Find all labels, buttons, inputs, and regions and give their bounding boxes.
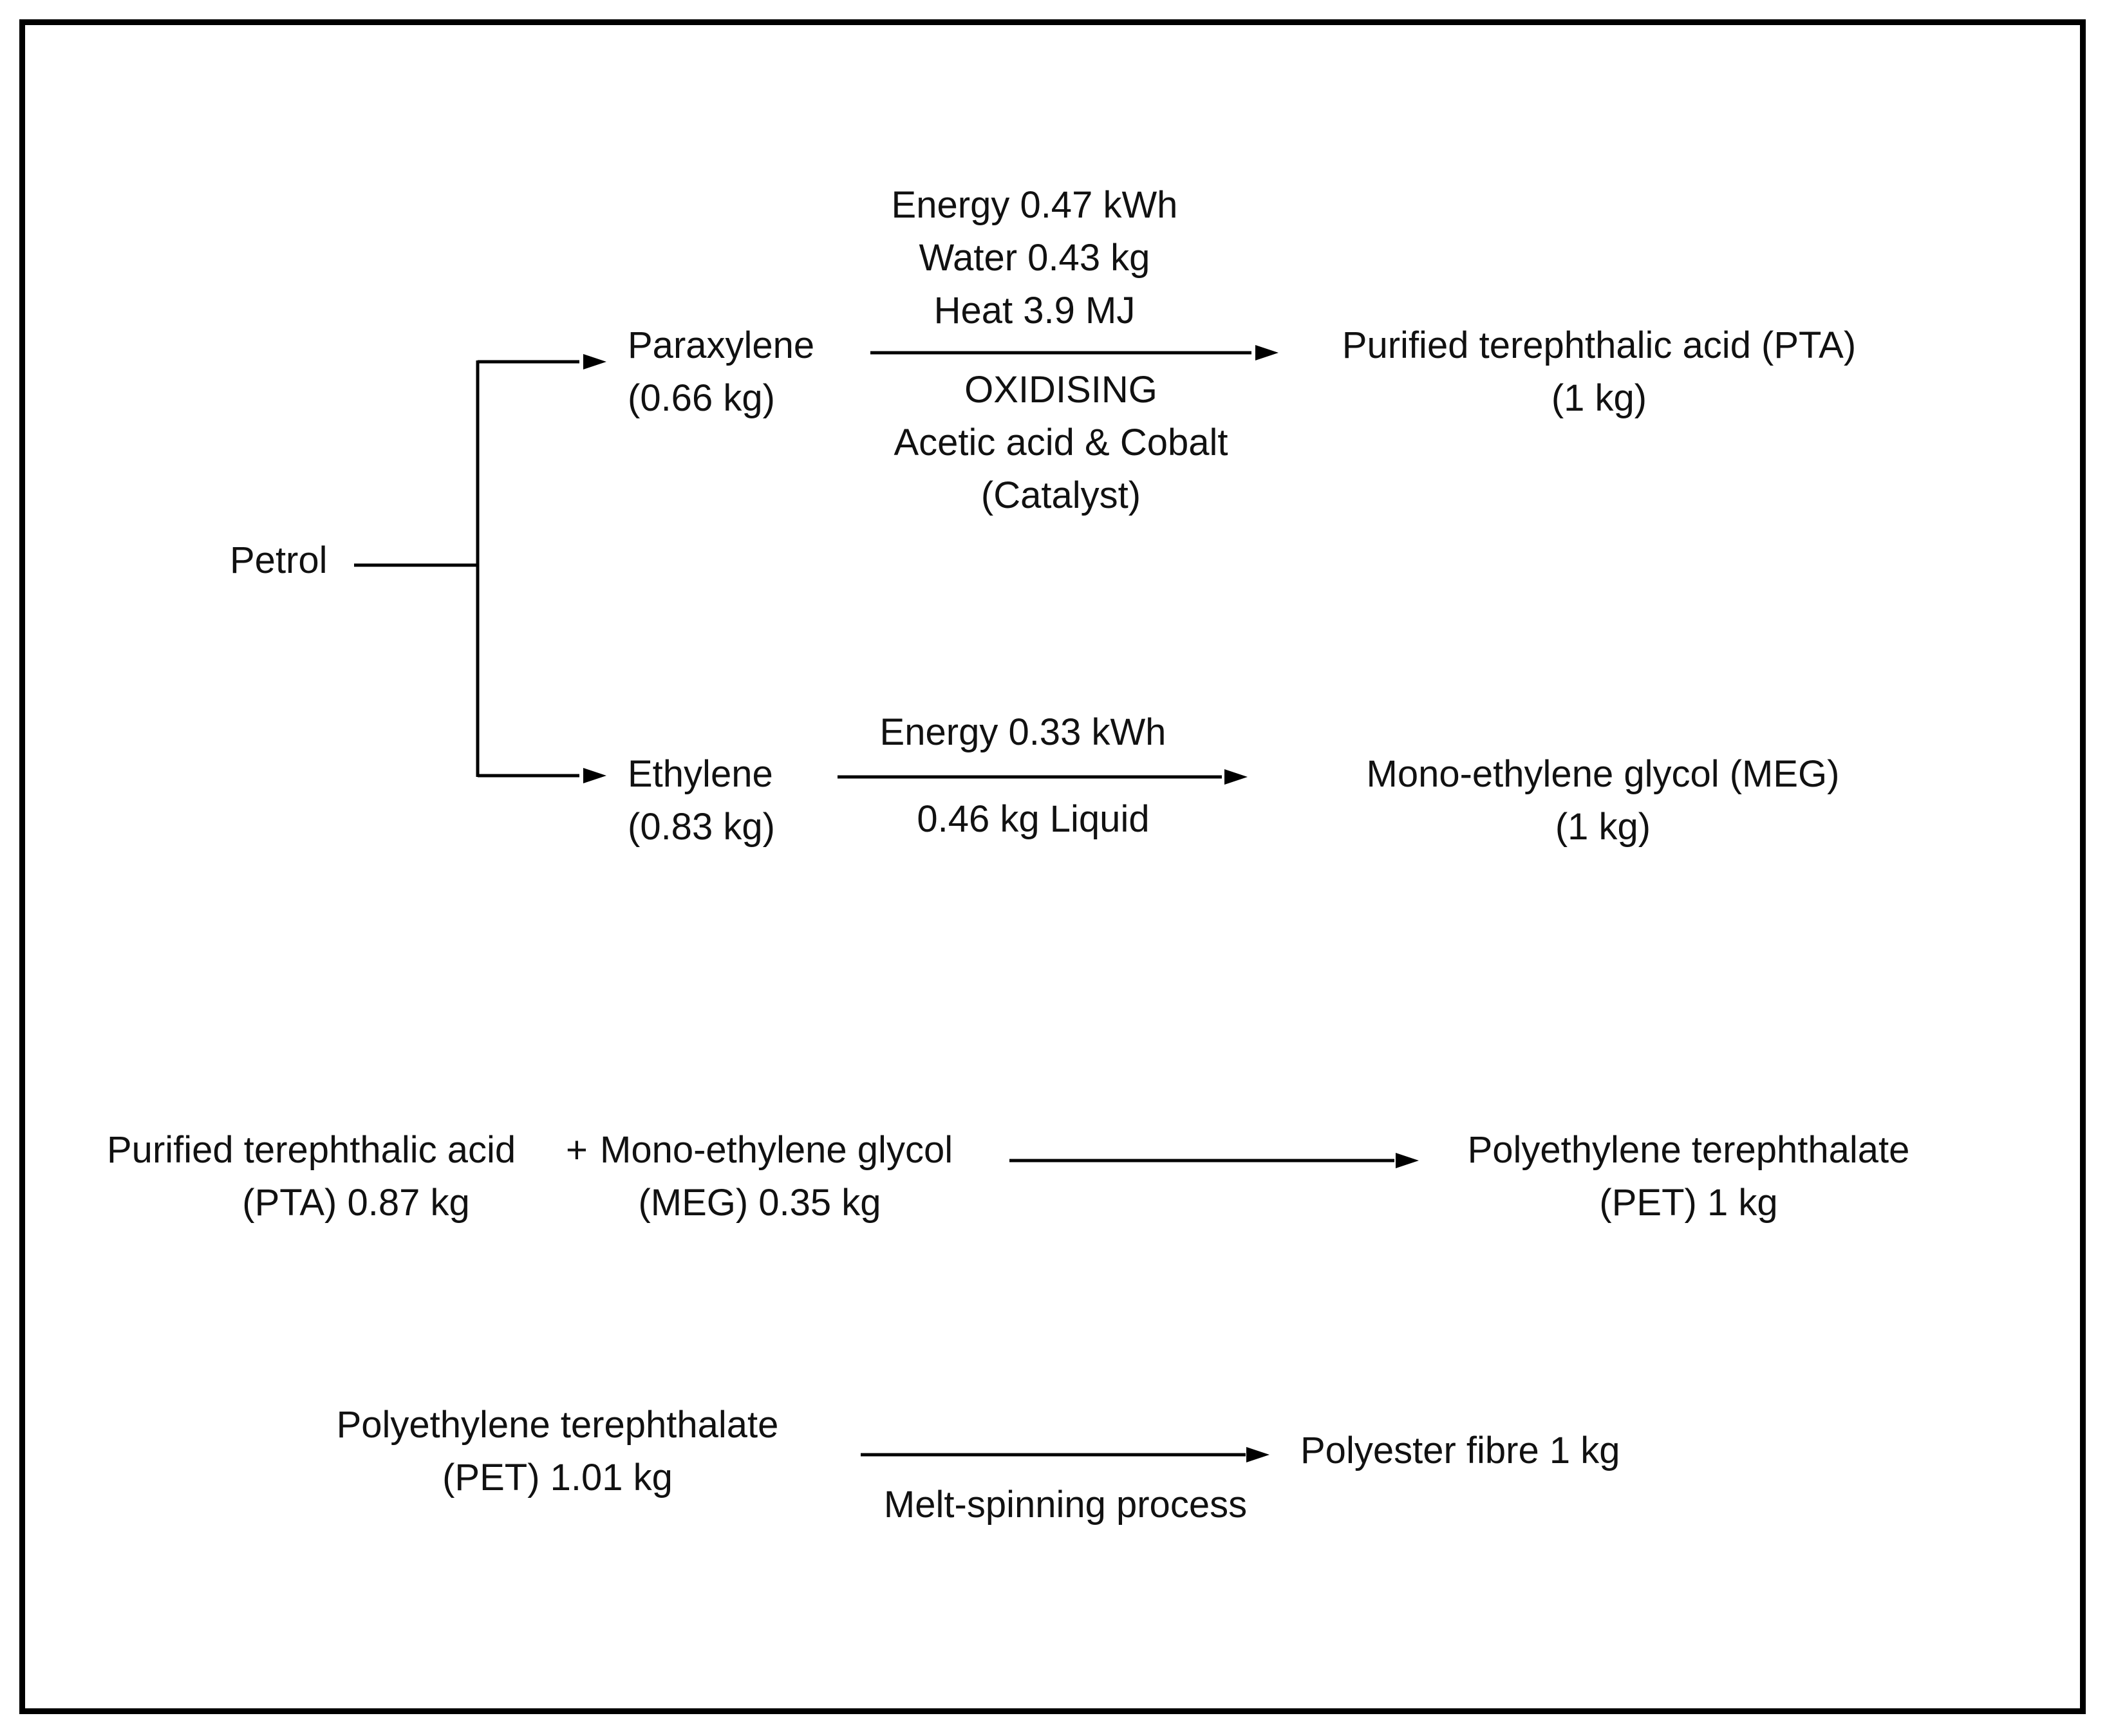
arrowhead-paraxylene	[583, 354, 606, 369]
fibre-input: Polyethylene terephthalate (PET) 1.01 kg	[337, 1399, 779, 1504]
fibre-input-name: Polyethylene terephthalate	[336, 1404, 779, 1446]
arrowhead-pet	[1396, 1153, 1419, 1168]
arrowhead-ethylene	[583, 768, 606, 783]
ethylene-input-energy: Energy 0.33 kWh	[879, 711, 1166, 753]
arrowhead-pta	[1255, 345, 1278, 360]
pet-output: Polyethylene terephthalate (PET) 1 kg	[1468, 1124, 1910, 1229]
paraxylene-inputs: Energy 0.47 kWh Water 0.43 kg Heat 3.9 M…	[892, 179, 1178, 337]
pta-product: Purified terephthalic acid (PTA) (1 kg)	[1342, 319, 1856, 425]
paraxylene-node: Paraxylene (0.66 kg)	[628, 319, 814, 425]
pet-output-amount: (PET) 1 kg	[1599, 1182, 1778, 1224]
process-catalyst-name: Acetic acid & Cobalt	[894, 422, 1228, 463]
petrol-label: Petrol	[230, 539, 328, 581]
input-heat: Heat 3.9 MJ	[933, 290, 1136, 331]
meg-product: Mono-ethylene glycol (MEG) (1 kg)	[1367, 748, 1840, 854]
ethylene-node: Ethylene (0.83 kg)	[628, 748, 775, 854]
ethylene-inputs: Energy 0.33 kWh	[880, 706, 1166, 759]
diagram-frame	[19, 19, 2086, 1714]
fibre-input-amount: (PET) 1.01 kg	[442, 1457, 673, 1498]
pta-product-amount: (1 kg)	[1551, 377, 1647, 419]
input-water: Water 0.43 kg	[919, 237, 1150, 279]
pta-product-name: Purified terephthalic acid (PTA)	[1342, 324, 1857, 366]
arrowhead-fibre	[1246, 1447, 1269, 1462]
pet-input-pta-line1: Purified terephthalic acid	[107, 1129, 516, 1171]
ethylene-process: 0.46 kg Liquid	[917, 793, 1149, 846]
paraxylene-process: OXIDISING Acetic acid & Cobalt (Catalyst…	[894, 364, 1228, 522]
pet-output-name: Polyethylene terephthalate	[1467, 1129, 1910, 1171]
ethylene-process-liquid: 0.46 kg Liquid	[917, 798, 1150, 840]
pet-input-meg-line2: (MEG) 0.35 kg	[638, 1182, 881, 1224]
meg-product-name: Mono-ethylene glycol (MEG)	[1366, 753, 1840, 795]
melt-spinning-label: Melt-spinning process	[883, 1484, 1248, 1526]
pet-input-pta-line2: (PTA) 0.87 kg	[242, 1182, 470, 1224]
arrowhead-meg	[1224, 769, 1248, 785]
ethylene-name: Ethylene	[628, 753, 773, 795]
pet-plus-sign: +	[566, 1129, 588, 1171]
input-energy: Energy 0.47 kWh	[891, 184, 1178, 226]
process-catalyst-note: (Catalyst)	[980, 474, 1141, 516]
meg-product-amount: (1 kg)	[1555, 806, 1651, 848]
polyester-fibre-output: Polyester fibre 1 kg	[1300, 1430, 1620, 1471]
paraxylene-name: Paraxylene	[628, 324, 815, 366]
ethylene-amount: (0.83 kg)	[628, 806, 775, 848]
pet-input-meg-line1: Mono-ethylene glycol	[600, 1129, 953, 1171]
paraxylene-amount: (0.66 kg)	[628, 377, 775, 419]
process-oxidising: OXIDISING	[964, 369, 1157, 411]
